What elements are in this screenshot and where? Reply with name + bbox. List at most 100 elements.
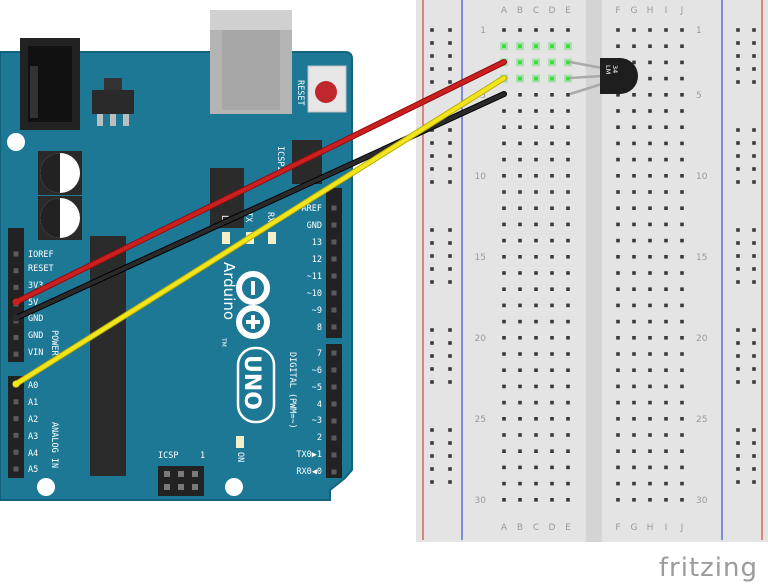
rail-hole[interactable] (430, 328, 434, 332)
breadboard-hole[interactable] (518, 384, 522, 389)
breadboard-hole[interactable] (616, 271, 620, 275)
rail-hole[interactable] (752, 154, 756, 158)
breadboard-hole[interactable] (502, 449, 506, 453)
breadboard-hole[interactable] (550, 368, 554, 372)
breadboard-hole[interactable] (664, 303, 668, 308)
icsp-pin[interactable] (178, 471, 184, 477)
breadboard-hole[interactable] (550, 287, 554, 291)
breadboard-hole[interactable] (664, 76, 668, 81)
breadboard-hole[interactable] (632, 141, 636, 146)
breadboard-hole[interactable] (550, 319, 554, 324)
breadboard-hole[interactable] (518, 287, 522, 291)
header-pin[interactable] (331, 205, 337, 211)
rail-hole[interactable] (430, 54, 434, 58)
breadboard-hole[interactable] (648, 303, 652, 308)
breadboard-hole[interactable] (680, 449, 684, 453)
breadboard-hole[interactable] (680, 60, 684, 65)
icsp-pin[interactable] (192, 484, 198, 490)
icsp-pin[interactable] (164, 471, 170, 477)
breadboard-hole[interactable] (502, 303, 506, 308)
rail-hole[interactable] (736, 67, 740, 71)
breadboard-hole[interactable] (534, 190, 538, 194)
breadboard-hole[interactable] (680, 125, 684, 129)
breadboard-hole[interactable] (534, 449, 538, 453)
breadboard-hole[interactable] (632, 449, 636, 453)
breadboard-hole[interactable] (518, 433, 522, 437)
breadboard-hole[interactable] (534, 481, 538, 486)
breadboard-hole[interactable] (664, 125, 668, 129)
breadboard-hole[interactable] (632, 433, 636, 437)
breadboard-hole[interactable] (566, 255, 570, 259)
breadboard-hole[interactable] (664, 400, 668, 405)
rail-hole[interactable] (448, 28, 452, 32)
rail-hole[interactable] (430, 228, 434, 232)
rail-hole[interactable] (752, 80, 756, 84)
breadboard-hole[interactable] (566, 336, 570, 340)
breadboard-hole[interactable] (632, 400, 636, 405)
breadboard-hole[interactable] (534, 238, 538, 243)
breadboard-hole[interactable] (616, 352, 620, 356)
breadboard-hole[interactable] (648, 319, 652, 324)
breadboard-hole[interactable] (664, 498, 668, 502)
breadboard-hole[interactable] (566, 498, 570, 502)
breadboard-hole[interactable] (616, 384, 620, 389)
breadboard-hole[interactable] (566, 303, 570, 308)
breadboard-hole[interactable] (550, 271, 554, 275)
header-pin[interactable] (13, 284, 19, 290)
rail-hole[interactable] (430, 241, 434, 245)
rail-hole[interactable] (448, 267, 452, 271)
breadboard-hole[interactable] (648, 368, 652, 372)
rail-hole[interactable] (736, 480, 740, 484)
rail-hole[interactable] (430, 267, 434, 271)
breadboard-hole[interactable] (648, 141, 652, 146)
header-pin[interactable] (331, 418, 337, 424)
icsp-pin[interactable] (192, 471, 198, 477)
breadboard-hole[interactable] (518, 222, 522, 227)
breadboard-hole[interactable] (550, 336, 554, 340)
breadboard-hole[interactable] (632, 271, 636, 275)
l-led[interactable] (222, 232, 230, 244)
breadboard-hole[interactable] (680, 465, 684, 470)
breadboard-hole[interactable] (648, 109, 652, 113)
breadboard-hole[interactable] (632, 157, 636, 162)
breadboard-hole[interactable] (632, 481, 636, 486)
breadboard-hole[interactable] (632, 287, 636, 291)
rail-hole[interactable] (430, 180, 434, 184)
breadboard-hole[interactable] (502, 481, 506, 486)
breadboard-hole[interactable] (502, 319, 506, 324)
breadboard-hole[interactable] (616, 498, 620, 502)
breadboard-hole[interactable] (616, 125, 620, 129)
rail-hole[interactable] (736, 80, 740, 84)
breadboard-hole[interactable] (550, 481, 554, 486)
breadboard-hole[interactable] (648, 206, 652, 210)
breadboard-hole[interactable] (616, 157, 620, 162)
breadboard-hole[interactable] (664, 206, 668, 210)
breadboard-hole[interactable] (616, 190, 620, 194)
breadboard-hole[interactable] (534, 157, 538, 162)
breadboard-hole[interactable] (680, 44, 684, 48)
header-pin[interactable] (331, 350, 337, 356)
breadboard-hole[interactable] (518, 465, 522, 470)
rail-hole[interactable] (448, 467, 452, 471)
breadboard-hole[interactable] (550, 303, 554, 308)
breadboard-hole[interactable] (648, 287, 652, 291)
rail-hole[interactable] (736, 354, 740, 358)
breadboard-hole[interactable] (632, 109, 636, 113)
breadboard-hole[interactable] (566, 28, 570, 32)
rail-hole[interactable] (736, 254, 740, 258)
breadboard-hole[interactable] (632, 255, 636, 259)
rail-hole[interactable] (430, 428, 434, 432)
breadboard-hole[interactable] (566, 400, 570, 405)
breadboard-hole[interactable] (680, 255, 684, 259)
breadboard-hole[interactable] (518, 76, 522, 81)
breadboard-hole[interactable] (664, 238, 668, 243)
breadboard-hole[interactable] (616, 303, 620, 308)
breadboard-hole[interactable] (680, 368, 684, 372)
breadboard-hole[interactable] (648, 60, 652, 65)
rail-hole[interactable] (736, 128, 740, 132)
breadboard-hole[interactable] (566, 206, 570, 210)
breadboard-hole[interactable] (616, 336, 620, 340)
breadboard-hole[interactable] (534, 76, 538, 81)
rail-hole[interactable] (430, 341, 434, 345)
breadboard-hole[interactable] (616, 287, 620, 291)
